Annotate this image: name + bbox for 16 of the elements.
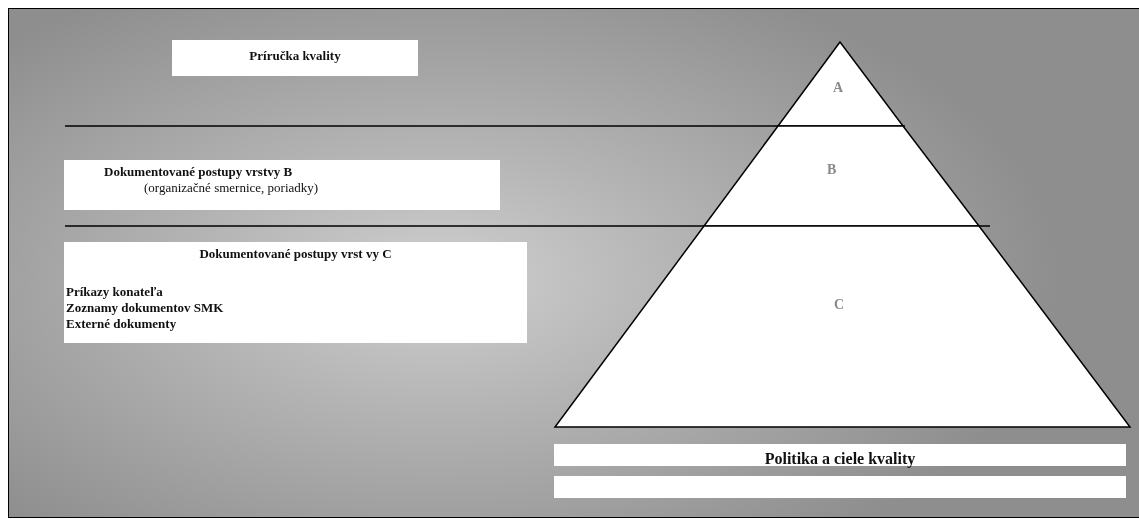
list-text: Príkazy konateľa	[66, 284, 163, 300]
policy-bar	[554, 444, 1126, 466]
heading-text: Politika a ciele kvality	[763, 450, 917, 468]
empty-bar	[554, 476, 1126, 498]
layer-letter: C	[834, 297, 845, 313]
heading-text: Dokumentované postupy vrstvy B	[104, 164, 293, 180]
document-box	[64, 160, 500, 210]
subtitle-text: (organizačné smernice, poriadky)	[144, 180, 319, 196]
layer-letter: A	[833, 80, 844, 96]
layer-letter: B	[827, 162, 837, 178]
list-text: Zoznamy dokumentov SMK	[66, 300, 224, 316]
heading-text: Príručka kvality	[248, 48, 342, 64]
document-box	[172, 40, 418, 76]
list-text: Externé dokumenty	[66, 316, 177, 332]
document-box	[64, 242, 527, 343]
heading-text: Dokumentované postupy vrst vy C	[198, 246, 393, 262]
